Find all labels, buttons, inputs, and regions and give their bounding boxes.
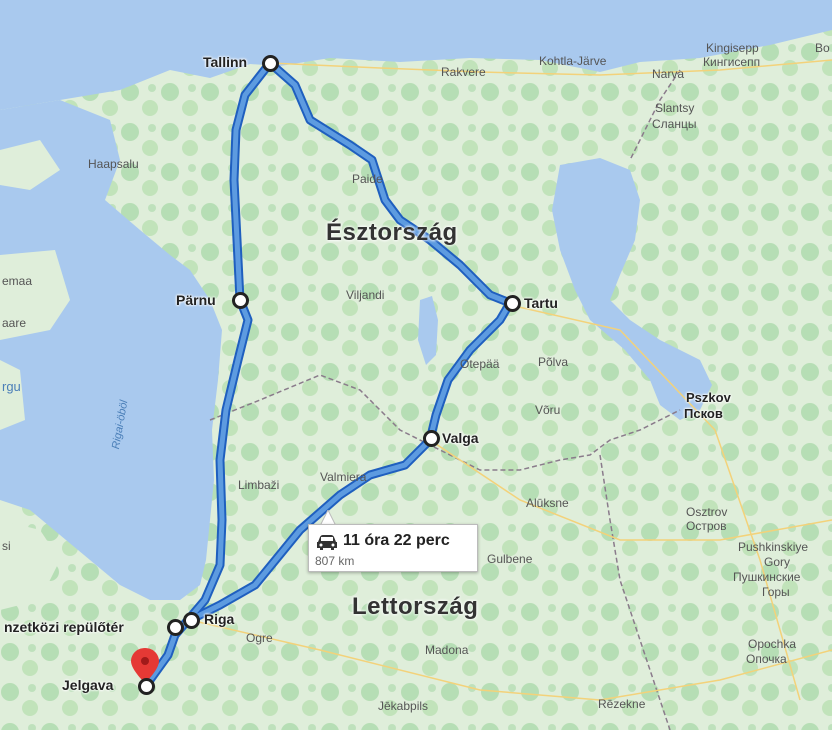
place-label: Rakvere: [441, 65, 486, 79]
lake-vortsjarv: [418, 296, 438, 365]
route-line: [187, 60, 513, 623]
place-label-pskov: Pszkov: [686, 390, 731, 405]
place-label: Valmiera: [320, 470, 367, 484]
island: [0, 140, 60, 190]
place-label: Paide: [352, 172, 383, 186]
place-label: Viljandi: [346, 288, 385, 302]
place-label: Narva: [652, 67, 685, 81]
place-label: Alūksne: [526, 496, 569, 510]
stop-riga[interactable]: [183, 612, 200, 629]
city-label-valga[interactable]: Valga: [442, 430, 479, 446]
location-pin-icon[interactable]: [131, 648, 159, 683]
route-info-card[interactable]: 11 óra 22 perc 807 km: [308, 524, 478, 572]
place-label: Võru: [535, 403, 561, 417]
place-label: Slantsy: [655, 101, 695, 115]
highway: [269, 59, 832, 76]
place-label: emaa: [2, 274, 33, 288]
gulf-of-finland: [0, 0, 832, 110]
place-label: Madona: [425, 643, 469, 657]
place-label: Haapsalu: [88, 157, 139, 171]
city-label-tallinn[interactable]: Tallinn: [203, 54, 248, 70]
place-label: rgu: [2, 379, 21, 394]
place-label: si: [2, 539, 11, 553]
place-label: Rēzekne: [598, 697, 646, 711]
country-label-estonia: Észtország: [326, 219, 458, 246]
place-label: Опочка: [746, 652, 787, 666]
place-label: Пушкинские: [733, 570, 801, 584]
place-label: Ogre: [246, 631, 273, 645]
stop-parnu[interactable]: [232, 292, 249, 309]
place-label: Limbaži: [238, 478, 280, 492]
place-label: Gulbene: [487, 552, 533, 566]
country-label-latvia: Lettország: [352, 593, 479, 620]
highway: [189, 619, 832, 701]
place-label: Горы: [762, 585, 790, 599]
place-label: Сланцы: [652, 117, 697, 131]
highway: [429, 439, 832, 541]
place-label: Кингисепп: [703, 55, 761, 69]
place-label: Opochka: [748, 637, 797, 651]
info-tail: [320, 510, 336, 526]
place-label: Osztrov: [686, 505, 728, 519]
border-latvia-russia: [599, 454, 671, 730]
stop-tallinn[interactable]: [262, 55, 279, 72]
island: [0, 250, 70, 340]
city-label-parnu[interactable]: Pärnu: [176, 292, 216, 308]
place-label: aare: [2, 316, 27, 330]
island: [0, 520, 60, 610]
route-duration: 11 óra 22 perc: [343, 532, 450, 549]
stop-valga[interactable]: [423, 430, 440, 447]
place-label: Pushkinskiye: [738, 540, 809, 554]
place-label: Otepää: [460, 357, 500, 371]
place-label: Kingisepp: [706, 41, 759, 55]
stop-jelgava[interactable]: [138, 678, 155, 695]
city-label-jelgava[interactable]: Jelgava: [62, 677, 114, 693]
city-label-airport[interactable]: nzetközi repülőtér: [4, 619, 124, 635]
route-distance: 807 km: [315, 554, 355, 568]
place-label: Остров: [686, 519, 727, 533]
city-label-riga[interactable]: Riga: [204, 611, 235, 627]
island: [0, 360, 25, 430]
place-label: Põlva: [538, 355, 569, 369]
car-icon: [317, 535, 337, 550]
lake-peipus: [552, 158, 712, 420]
stop-tartu[interactable]: [504, 295, 521, 312]
border-estonia-latvia: [209, 374, 681, 471]
place-label: Kohtla-Järve: [539, 54, 607, 68]
highway: [509, 304, 801, 701]
place-label-pskov-ru: Псков: [684, 406, 723, 421]
place-label: Jēkabpils: [378, 699, 429, 713]
stop-airport[interactable]: [167, 619, 184, 636]
place-label: Bo: [815, 41, 830, 55]
city-label-tartu[interactable]: Tartu: [524, 295, 558, 311]
baltic-sea: [0, 100, 222, 600]
place-label: Gory: [764, 555, 791, 569]
border-estonia-russia: [629, 69, 681, 161]
